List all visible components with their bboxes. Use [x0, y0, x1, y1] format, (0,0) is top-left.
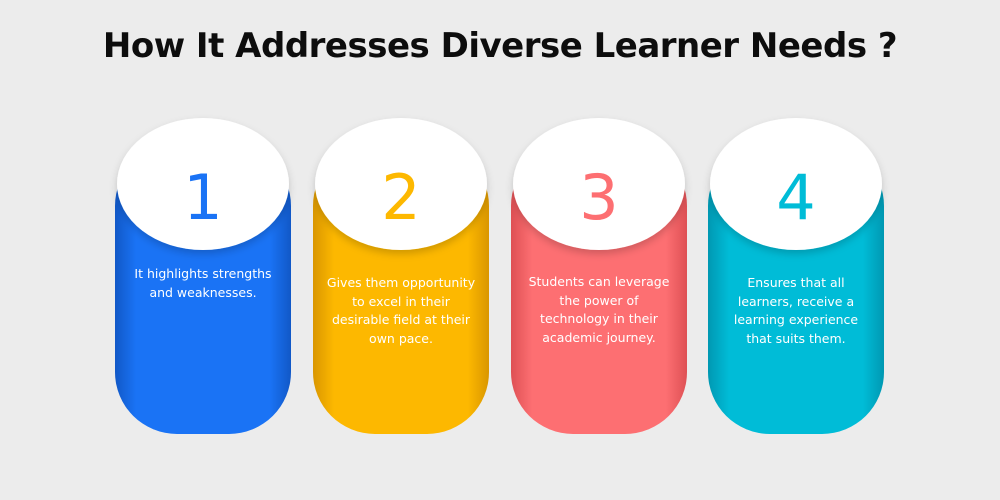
- step-number-3: 3: [579, 161, 619, 234]
- step-text-4: Ensures that all learners, receive a lea…: [733, 275, 859, 346]
- step-text-2: Gives them opportunity to excel in their…: [326, 275, 476, 346]
- steps-row: 1 It highlights strengths and weaknesses…: [0, 118, 1000, 448]
- step-card-4: 4 Ensures that all learners, receive a l…: [706, 118, 886, 438]
- step-number-2: 2: [381, 161, 421, 234]
- step-text-3: Students can leverage the power of techn…: [528, 274, 670, 345]
- step-card-3-shape: [511, 118, 687, 434]
- step-text-1: It highlights strengths and weaknesses.: [134, 266, 272, 300]
- step-card-2: 2 Gives them opportunity to excel in the…: [311, 118, 491, 438]
- step-number-1: 1: [183, 161, 223, 234]
- page-title: How It Addresses Diverse Learner Needs ?: [102, 26, 898, 66]
- step-card-2-shape: [313, 118, 489, 434]
- step-card-1: 1 It highlights strengths and weaknesses…: [113, 118, 293, 438]
- step-card-4-shape: [708, 118, 884, 434]
- step-number-4: 4: [776, 161, 816, 234]
- step-card-3: 3 Students can leverage the power of tec…: [509, 118, 689, 438]
- step-card-1-shape: [115, 118, 291, 434]
